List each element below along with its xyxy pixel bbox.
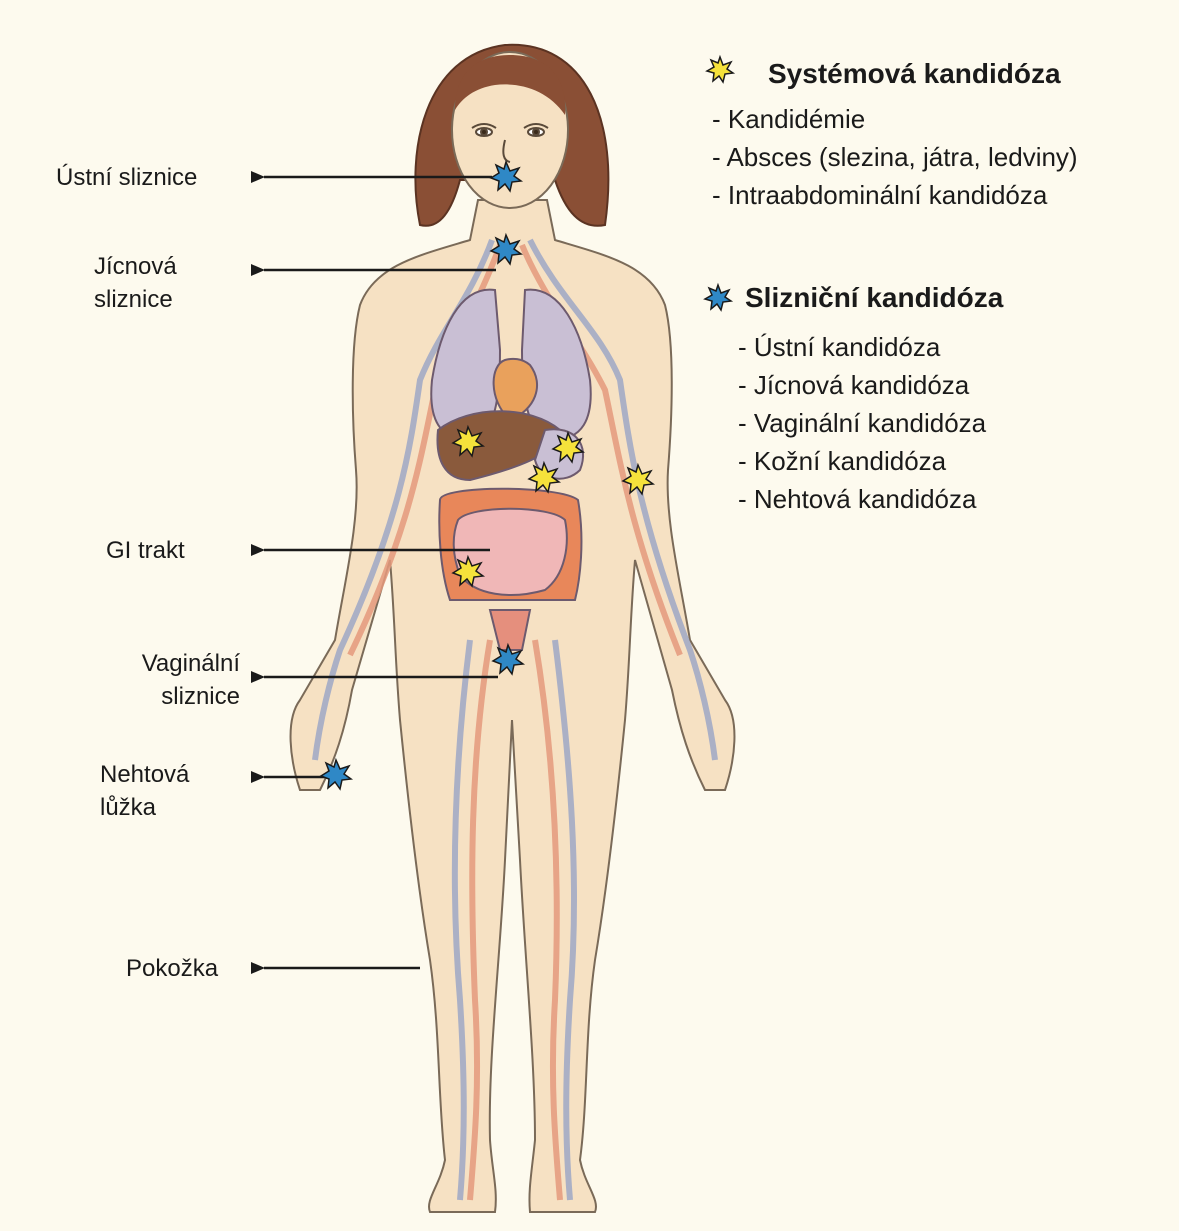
label-line: Ústní sliznice bbox=[56, 161, 197, 194]
label-esophageal-mucosa: Jícnová sliznice bbox=[94, 250, 177, 316]
legend-item: - Intraabdominální kandidóza bbox=[712, 176, 1078, 214]
label-oral-mucosa: Ústní sliznice bbox=[56, 161, 197, 194]
label-line: GI trakt bbox=[106, 534, 185, 567]
label-line: sliznice bbox=[118, 680, 240, 713]
label-line: Vaginální bbox=[118, 647, 240, 680]
legend-systemic-list: - Kandidémie - Absces (slezina, játra, l… bbox=[712, 100, 1078, 214]
label-line: Nehtová bbox=[100, 758, 189, 791]
label-line: Pokožka bbox=[126, 952, 218, 985]
legend-systemic-title: Systémová kandidóza bbox=[768, 58, 1061, 90]
legend-item: - Nehtová kandidóza bbox=[738, 480, 986, 518]
legend-item: - Kožní kandidóza bbox=[738, 442, 986, 480]
label-skin: Pokožka bbox=[126, 952, 218, 985]
legend-item: - Vaginální kandidóza bbox=[738, 404, 986, 442]
legend-mucosal-icon bbox=[705, 285, 731, 310]
legend-systemic-icon bbox=[707, 57, 733, 82]
legend-mucosal-list: - Ústní kandidóza - Jícnová kandidóza - … bbox=[738, 328, 986, 518]
legend-item: - Kandidémie bbox=[712, 100, 1078, 138]
legend-item: - Jícnová kandidóza bbox=[738, 366, 986, 404]
legend-mucosal-title: Slizniční kandidóza bbox=[745, 282, 1003, 314]
label-nail-beds: Nehtová lůžka bbox=[100, 758, 189, 824]
label-gi-tract: GI trakt bbox=[106, 534, 185, 567]
legend-item: - Absces (slezina, játra, ledviny) bbox=[712, 138, 1078, 176]
label-line: sliznice bbox=[94, 283, 177, 316]
label-line: Jícnová bbox=[94, 250, 177, 283]
label-vaginal-mucosa: Vaginální sliznice bbox=[118, 647, 240, 713]
label-line: lůžka bbox=[100, 791, 189, 824]
legend-item: - Ústní kandidóza bbox=[738, 328, 986, 366]
